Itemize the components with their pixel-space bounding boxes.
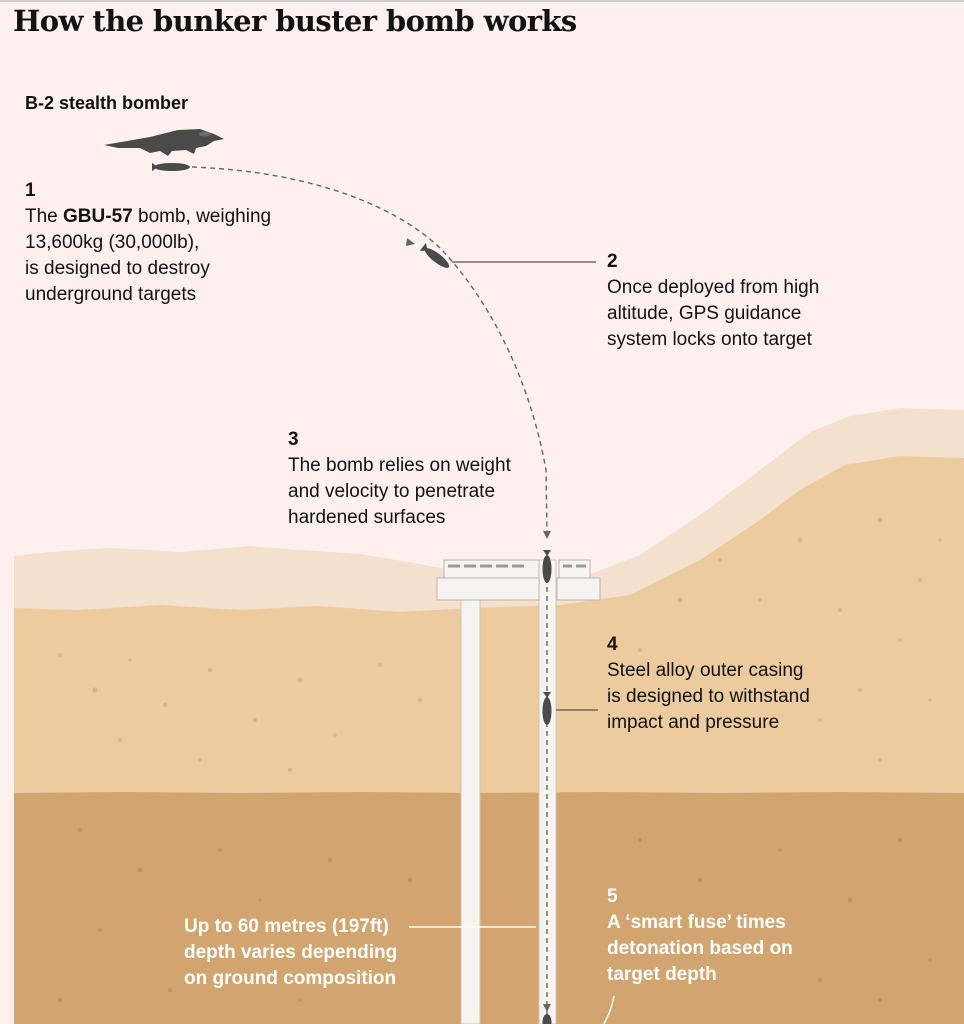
- top-rule: [0, 0, 964, 2]
- step-1-line-1: The GBU-57 bomb, weighing: [25, 206, 272, 227]
- step-text-line: hardened surfaces: [288, 507, 446, 528]
- step-text-line: Once deployed from high: [607, 277, 820, 298]
- step-text-line: is designed to withstand: [607, 686, 810, 707]
- arrowhead-icon: [406, 238, 415, 246]
- step-text-line: The bomb relies on weight: [288, 455, 511, 476]
- step-text-line: A ‘smart fuse’ times: [607, 912, 786, 933]
- bomber-label: B-2 stealth bomber: [25, 93, 189, 113]
- step-number: 4: [607, 634, 618, 655]
- depth-note-line: depth varies depending: [184, 942, 398, 963]
- step-text-line: impact and pressure: [607, 712, 780, 733]
- step-5-label: 5 A ‘smart fuse’ times detonation based …: [607, 884, 793, 988]
- bunker-shaft-left: [460, 597, 481, 1024]
- depth-note-line: on ground composition: [184, 968, 397, 989]
- soil-lower-layer: [14, 792, 964, 1024]
- step-text-line: altitude, GPS guidance: [607, 303, 802, 324]
- step-text-line: target depth: [607, 964, 717, 985]
- step-text-line: 13,600kg (30,000lb),: [25, 232, 200, 253]
- step-text-line: Steel alloy outer casing: [607, 660, 804, 681]
- step-4-label: 4 Steel alloy outer casing is designed t…: [607, 632, 810, 736]
- step-number: 1: [25, 180, 36, 201]
- step-number: 2: [607, 251, 618, 272]
- soil-speckles-upper: [58, 517, 942, 772]
- depth-note-label: Up to 60 metres (197ft) depth varies dep…: [184, 914, 397, 992]
- step-text-line: system locks onto target: [607, 329, 812, 350]
- step-text-line: detonation based on: [607, 938, 793, 959]
- step-number: 5: [607, 886, 618, 907]
- arrowhead-icon: [543, 531, 551, 539]
- bomb-icon: [542, 550, 552, 583]
- step-text-line: underground targets: [25, 284, 197, 305]
- step-text-line: and velocity to penetrate: [288, 481, 496, 502]
- page-title: How the bunker buster bomb works: [13, 4, 577, 38]
- step-text-line: is designed to destroy: [25, 258, 210, 279]
- step-1-label: 1 The GBU-57 bomb, weighing 13,600kg (30…: [25, 178, 271, 308]
- bomb-model-name: GBU-57: [63, 206, 133, 227]
- arrowhead-icon: [543, 1004, 551, 1012]
- leader-line-step-5: [603, 995, 615, 1024]
- bomb-icon: [152, 163, 190, 171]
- bomb-icon: [419, 242, 450, 268]
- stealth-bomber-icon: [104, 129, 224, 156]
- depth-note-line: Up to 60 metres (197ft): [184, 916, 389, 937]
- bomb-shaft: [538, 559, 557, 1024]
- bomb-icon: [542, 692, 552, 725]
- step-number: 3: [288, 429, 299, 450]
- bunker-roof-right: [558, 559, 591, 579]
- bomb-icon: [542, 1014, 552, 1024]
- bomb-trajectory: [191, 166, 548, 535]
- bunker-slab-right: [556, 577, 601, 601]
- step-3-label: 3 The bomb relies on weight and velocity…: [288, 427, 511, 531]
- bunker-slab-left: [436, 577, 540, 601]
- step-2-label: 2 Once deployed from high altitude, GPS …: [607, 249, 819, 353]
- bunker-roof-left: [443, 559, 540, 579]
- soil-speckles-lower: [58, 828, 932, 1003]
